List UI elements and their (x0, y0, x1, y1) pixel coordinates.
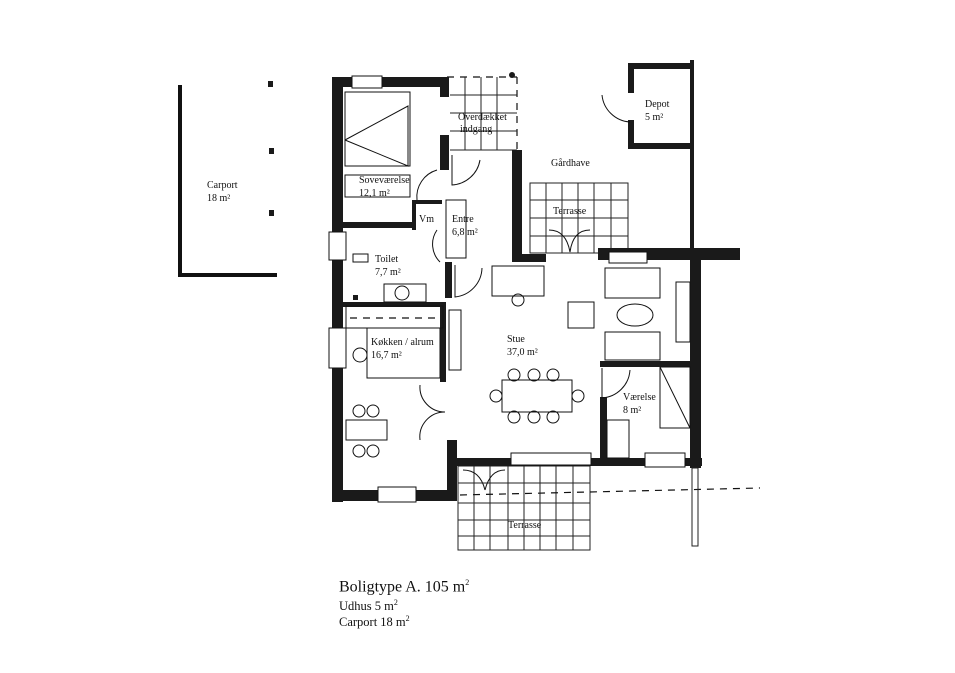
vaerelse-label: Værelse (623, 392, 656, 403)
sovevaerelse-label: Soveværelse (359, 175, 410, 186)
carport-label: Carport (207, 180, 238, 191)
caption-title-text: Boligtype A. 105 m (339, 578, 466, 596)
furniture (344, 91, 691, 459)
windows (328, 75, 686, 503)
gardhave-label: Gårdhave (551, 158, 590, 169)
caption-title-sup: 2 (465, 578, 470, 587)
caption-udhus: Udhus 5 m2 (339, 598, 398, 614)
overdaekket-label: Overdækket (458, 112, 507, 123)
entre-area: 6,8 m² (452, 227, 478, 238)
depot-area: 5 m² (645, 112, 663, 123)
walls (332, 60, 740, 547)
vaerelse-area: 8 m² (623, 405, 641, 416)
kokken-label: Køkken / alrum (371, 337, 434, 348)
carport-area: 18 m² (207, 193, 230, 204)
caption-carport-text: Carport 18 m (339, 615, 406, 630)
terrace-bottom-grid (457, 465, 591, 551)
caption-title: Boligtype A. 105 m2 (339, 578, 469, 596)
overdaekket-label-2: indgang (460, 124, 492, 135)
entre-label: Entre (452, 214, 474, 225)
property-line (459, 487, 761, 496)
caption-udhus-sup: 2 (393, 598, 398, 607)
sovevaerelse-area: 12,1 m² (359, 188, 390, 199)
carport (178, 81, 277, 277)
stue-area: 37,0 m² (507, 347, 538, 358)
kokken-area: 16,7 m² (371, 350, 402, 361)
caption-carport: Carport 18 m2 (339, 614, 410, 630)
caption-udhus-text: Udhus 5 m (339, 599, 394, 614)
toilet-label: Toilet (375, 254, 398, 265)
terrasse-bottom-label: Terrasse (508, 520, 542, 531)
terrasse-top-label: Terrasse (553, 206, 587, 217)
vm-label: Vm (419, 214, 434, 225)
toilet-area: 7,7 m² (375, 267, 401, 278)
caption-carport-sup: 2 (405, 614, 410, 623)
depot-label: Depot (645, 99, 670, 110)
entrance-canopy-grid (447, 72, 518, 151)
doors (416, 94, 631, 491)
terrace-top-grid (529, 182, 629, 254)
stue-label: Stue (507, 334, 525, 345)
